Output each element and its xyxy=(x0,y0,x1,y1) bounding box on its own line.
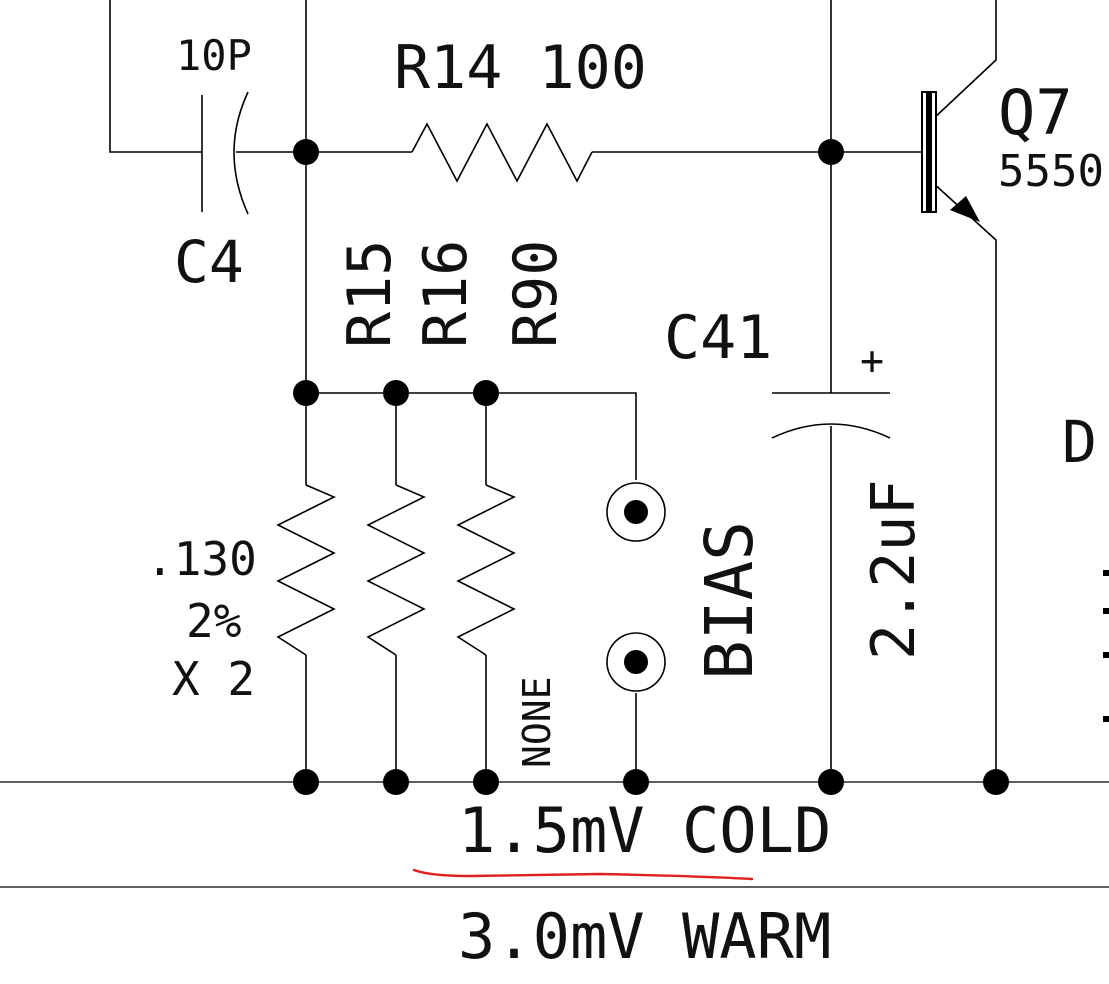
q7-ref-label: Q7 xyxy=(998,76,1073,149)
wire-q7-emitter xyxy=(931,181,997,782)
c41-ref-label: C41 xyxy=(664,303,772,373)
c41-polarity-label: + xyxy=(860,338,884,384)
cold-bias-label: 1.5mV COLD xyxy=(458,794,831,867)
junction-dot xyxy=(473,769,499,795)
r90-ref-label: R90 xyxy=(501,240,571,348)
q7-emitter-arrow xyxy=(950,196,980,222)
right-edge-marks xyxy=(1103,570,1109,722)
transistor-q7 xyxy=(921,91,980,222)
junction-dot xyxy=(293,769,319,795)
r15-quantity-label: X 2 xyxy=(172,652,255,706)
q7-base-bar-fill xyxy=(926,92,932,212)
capacitor-c41 xyxy=(771,392,891,439)
junction-dot xyxy=(293,139,319,165)
junctions xyxy=(293,139,1009,795)
junction-dot xyxy=(818,769,844,795)
wire-resistor-bus xyxy=(306,392,637,480)
r15-value-label: .130 xyxy=(146,532,257,586)
r15-tolerance-label: 2% xyxy=(186,594,241,648)
r14-label: R14 100 xyxy=(394,33,647,103)
wire-c4-input xyxy=(109,0,202,153)
junction-dot xyxy=(818,139,844,165)
c4-plate-curved xyxy=(233,91,249,215)
junction-dot xyxy=(983,769,1009,795)
wires xyxy=(0,0,1109,888)
bias-label: BIAS xyxy=(691,521,768,680)
c4-value-label: 10P xyxy=(176,31,252,80)
wire-q7-collector xyxy=(931,0,997,121)
resistor-r90 xyxy=(456,484,516,656)
resistor-r15 xyxy=(276,484,336,656)
junction-dot xyxy=(293,380,319,406)
junction-dot xyxy=(383,380,409,406)
resistor-r14 xyxy=(411,122,593,183)
junction-dot xyxy=(383,769,409,795)
annotation-underline xyxy=(412,868,754,881)
r90-value-label: NONE xyxy=(515,676,559,768)
capacitor-c4 xyxy=(201,91,249,215)
c41-value-label: 2.2uF xyxy=(859,479,929,660)
q7-part-label: 5550 xyxy=(998,146,1104,197)
junction-dot xyxy=(623,769,649,795)
r15-ref-label: R15 xyxy=(335,240,405,348)
bias-test-point-bottom[interactable] xyxy=(606,632,666,692)
bias-test-point-top[interactable] xyxy=(606,482,666,542)
junction-dot xyxy=(473,380,499,406)
r16-ref-label: R16 xyxy=(411,240,481,348)
partial-right-label: D xyxy=(1062,408,1097,476)
c4-ref-label: C4 xyxy=(174,228,244,296)
c41-plate-curved xyxy=(771,423,891,439)
warm-bias-label: 3.0mV WARM xyxy=(458,900,831,973)
resistor-r16 xyxy=(366,484,426,656)
